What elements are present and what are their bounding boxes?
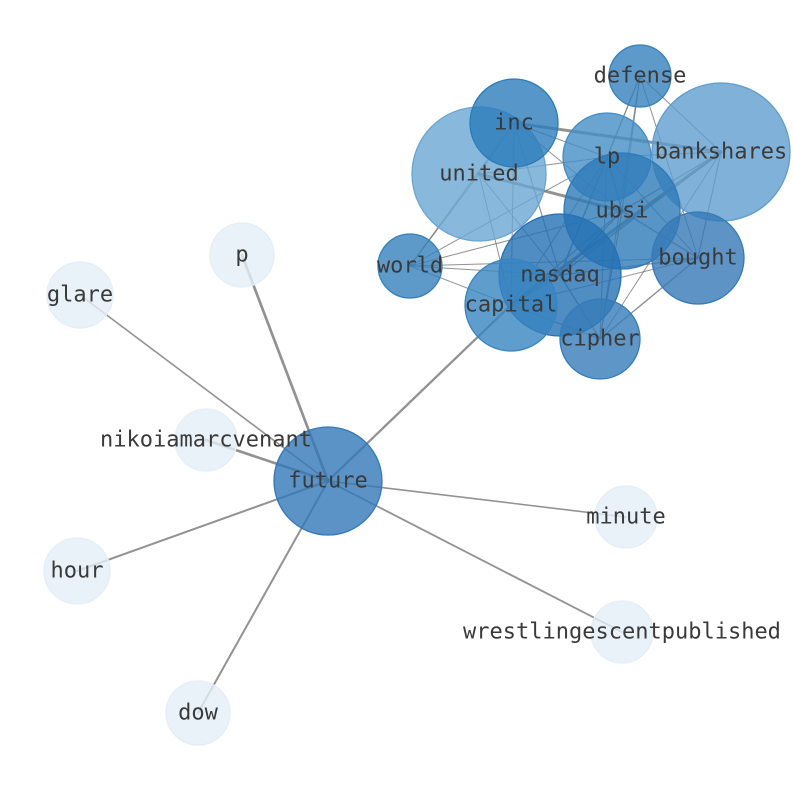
node-capital: [464, 258, 558, 352]
node-inc: [469, 78, 559, 168]
edge-future-wrestlingescentpublished: [327, 480, 623, 633]
node-minute: [594, 485, 658, 549]
node-p: [209, 222, 275, 288]
node-nikoiamarcvenant: [174, 408, 238, 472]
node-future: [273, 426, 383, 536]
node-cipher: [559, 298, 641, 380]
nodes-layer: [43, 44, 791, 746]
node-defense: [608, 44, 672, 108]
node-wrestlingescentpublished: [590, 600, 654, 664]
node-dow: [165, 680, 231, 746]
node-world: [377, 233, 443, 299]
node-glare: [46, 261, 114, 329]
node-hour: [43, 537, 111, 605]
node-bought: [651, 211, 745, 305]
